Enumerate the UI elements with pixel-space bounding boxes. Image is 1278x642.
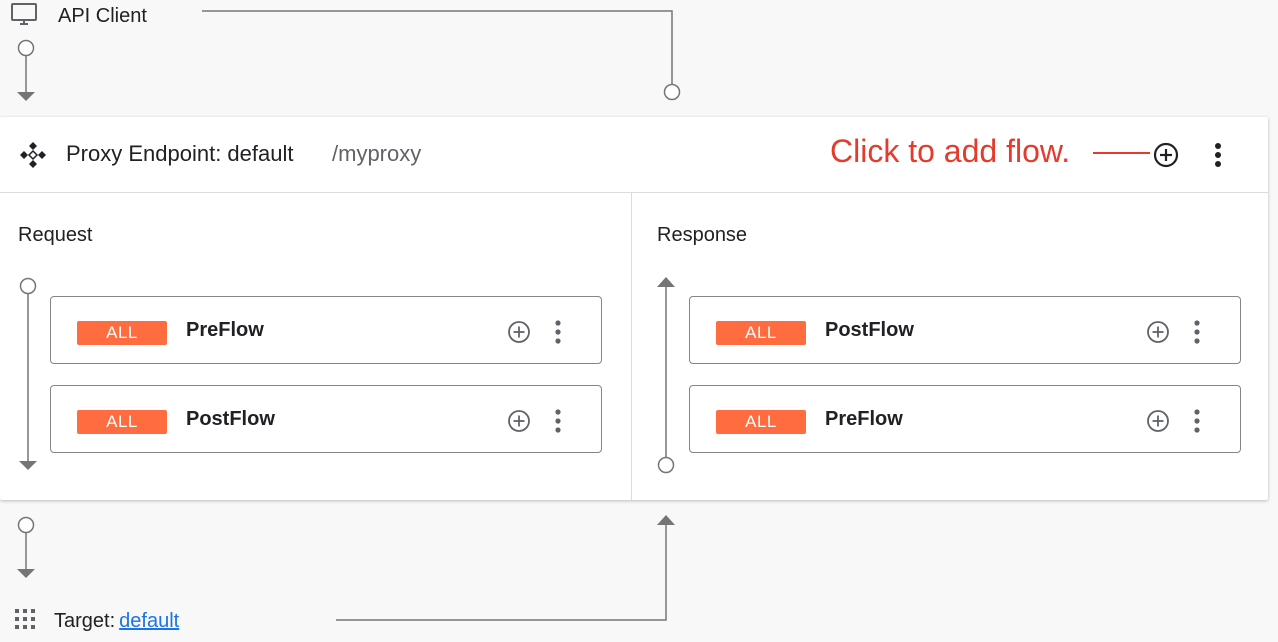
flow-condition-badge: ALL — [716, 410, 806, 434]
callout-pointer-line — [1093, 152, 1150, 154]
request-flow-row[interactable]: ALL PostFlow — [50, 385, 602, 453]
api-client-node: API Client — [10, 2, 147, 30]
request-flow-arrow — [19, 277, 37, 470]
add-circle-icon — [508, 321, 530, 343]
flow-menu-button[interactable] — [550, 320, 566, 344]
flow-name: PreFlow — [825, 408, 903, 430]
proxy-endpoint-header: Proxy Endpoint: default /myproxy Click t… — [0, 117, 1268, 193]
proxy-endpoint-path: /myproxy — [332, 141, 422, 166]
add-policy-button[interactable] — [1146, 409, 1170, 433]
more-vert-icon — [555, 320, 561, 344]
apps-grid-icon — [14, 608, 36, 635]
flow-menu-button[interactable] — [1189, 409, 1205, 433]
proxy-endpoint-icon — [18, 140, 48, 175]
add-circle-icon — [1147, 410, 1169, 432]
more-vert-icon — [1194, 409, 1200, 433]
target-label: Target: — [54, 609, 116, 632]
flow-menu-button[interactable] — [550, 409, 566, 433]
section-divider — [631, 193, 632, 500]
flow-condition-badge: ALL — [716, 321, 806, 345]
response-flow-row[interactable]: ALL PreFlow — [689, 385, 1241, 453]
response-flow-arrow — [657, 277, 675, 474]
add-flow-button[interactable] — [1152, 141, 1180, 169]
flow-name: PreFlow — [186, 319, 264, 341]
request-section-label: Request — [18, 224, 93, 246]
flow-name: PostFlow — [186, 408, 275, 430]
add-circle-icon — [1147, 321, 1169, 343]
add-circle-icon — [1153, 142, 1179, 168]
flow-condition-badge: ALL — [77, 321, 167, 345]
more-vert-icon — [1215, 143, 1221, 167]
add-policy-button[interactable] — [1146, 320, 1170, 344]
proxy-endpoint-title: Proxy Endpoint: default — [66, 141, 294, 166]
target-node: Target: default — [14, 606, 179, 636]
target-default-link[interactable]: default — [119, 609, 180, 632]
api-client-label: API Client — [58, 4, 147, 27]
proxy-endpoint-card: Proxy Endpoint: default /myproxy Click t… — [0, 117, 1268, 500]
response-flow-row[interactable]: ALL PostFlow — [689, 296, 1241, 364]
flow-menu-button[interactable] — [1189, 320, 1205, 344]
response-section-label: Response — [657, 224, 748, 246]
monitor-icon — [10, 2, 38, 31]
flow-name: PostFlow — [825, 319, 914, 341]
request-flow-row[interactable]: ALL PreFlow — [50, 296, 602, 364]
more-vert-icon — [1194, 320, 1200, 344]
add-policy-button[interactable] — [507, 320, 531, 344]
add-policy-button[interactable] — [507, 409, 531, 433]
add-circle-icon — [508, 410, 530, 432]
more-vert-icon — [555, 409, 561, 433]
flow-condition-badge: ALL — [77, 410, 167, 434]
proxy-endpoint-menu-button[interactable] — [1206, 141, 1230, 169]
add-flow-callout: Click to add flow. — [830, 133, 1071, 169]
